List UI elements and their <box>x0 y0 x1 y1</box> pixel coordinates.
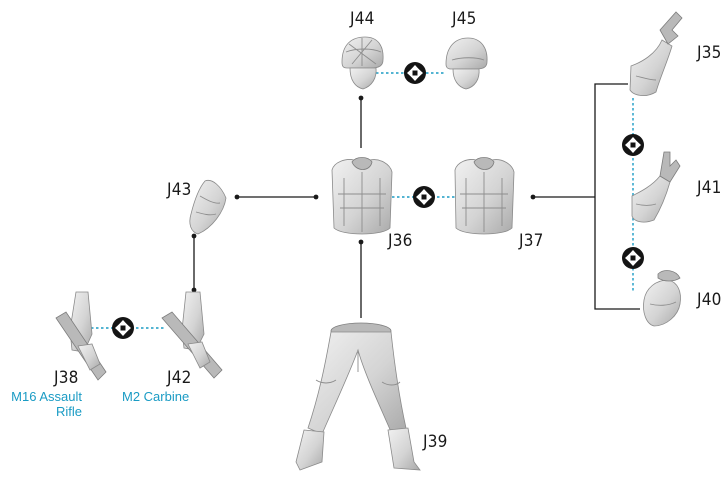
torso-vest-alt-part <box>454 157 515 235</box>
part-label-j39: J39 <box>423 432 448 452</box>
hands-m16-part <box>55 291 107 381</box>
part-label-j35: J35 <box>697 43 722 63</box>
connector-lines <box>193 83 640 318</box>
torso-vest-part <box>331 157 393 235</box>
swap-arrows-icon <box>413 186 435 208</box>
caption-j38: M16 Assault Rifle <box>4 389 82 419</box>
legs-boots-part <box>295 322 421 471</box>
head-helmet-net-part <box>341 36 384 90</box>
caption-j42: M2 Carbine <box>122 389 190 404</box>
part-label-j38: J38 <box>54 368 79 388</box>
part-label-j40: J40 <box>697 290 722 310</box>
caption-j38-line1: M16 Assault <box>11 389 82 404</box>
part-label-j36: J36 <box>388 231 413 251</box>
swap-arrows-icon <box>622 134 644 156</box>
part-label-j43: J43 <box>167 180 192 200</box>
hands-m2-carbine-part <box>161 291 223 379</box>
part-label-j37: J37 <box>519 231 544 251</box>
head-helmet-plain-part <box>445 37 488 90</box>
arm-gesture-part <box>631 151 681 223</box>
arm-pistol-part <box>629 11 683 96</box>
connector-bracket-right <box>594 83 640 310</box>
swap-arrows-icon <box>404 62 426 84</box>
part-label-j44: J44 <box>350 9 375 29</box>
swap-arrows-icon <box>112 317 134 339</box>
caption-j38-line2: Rifle <box>55 404 82 419</box>
part-label-j42: J42 <box>167 368 192 388</box>
connector-dots <box>191 95 536 293</box>
arm-bent-part <box>643 270 681 327</box>
part-label-j41: J41 <box>697 178 722 198</box>
swap-arrows-icon <box>622 247 644 269</box>
upper-arm-part <box>189 179 227 235</box>
part-label-j45: J45 <box>452 9 477 29</box>
